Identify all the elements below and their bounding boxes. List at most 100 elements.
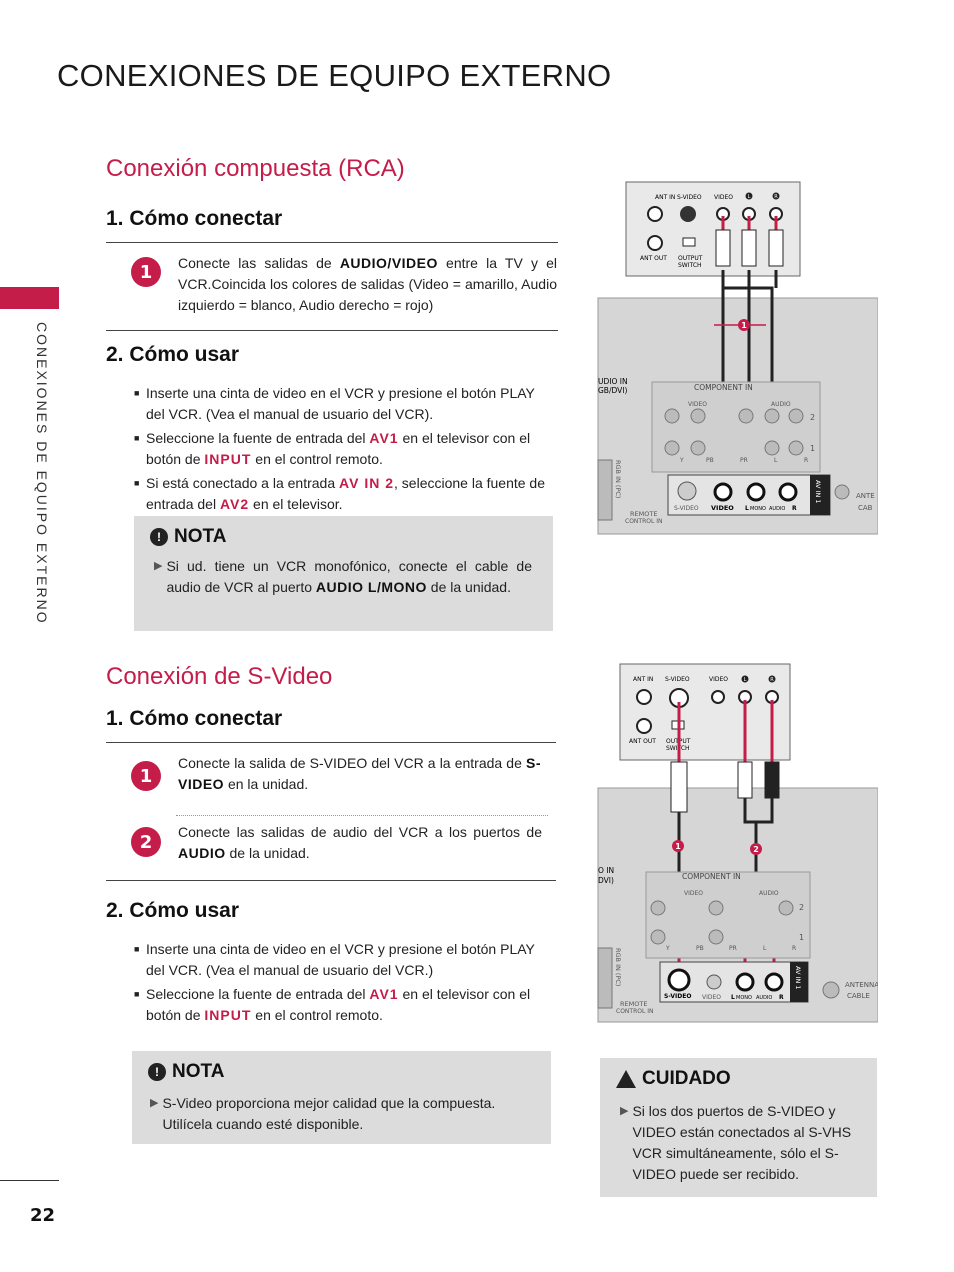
vcr-label: S-VIDEO: [677, 194, 702, 201]
tv-label: L: [763, 945, 767, 952]
rca-use-heading: 2. Cómo usar: [106, 343, 240, 366]
vcr-label: OUTPUT: [678, 255, 703, 262]
text-fragment: en el televisor.: [249, 496, 343, 512]
svideo-plug: [670, 761, 688, 813]
list-item: ■ Seleccione la fuente de entrada del AV…: [134, 428, 554, 470]
note-heading: ! NOTA: [148, 1061, 224, 1083]
text-fragment: de la unidad.: [225, 845, 310, 861]
callout-badge: [672, 840, 684, 852]
arrow-right-icon: ▶: [620, 1105, 629, 1117]
caution-heading: CUIDADO: [616, 1068, 731, 1090]
note-item: ▶ Si ud. tiene un VCR monofónico, conect…: [154, 556, 532, 598]
channel-badge: [745, 192, 753, 200]
caution-box: CUIDADO ▶ Si los dos puertos de S-VIDEO …: [600, 1058, 877, 1197]
rca-connection-diagram: ANT IN S-VIDEO VIDEO L R ANT OUT OUTPUT …: [597, 181, 878, 535]
note-heading: ! NOTA: [150, 526, 226, 548]
key-term: S-VIDEO: [178, 755, 541, 792]
svideo-use-heading: 2. Cómo usar: [106, 899, 240, 922]
chapter-side-label: CONEXIONES DE EQUIPO EXTERNO: [34, 322, 50, 625]
tv-label: PR: [740, 457, 748, 464]
rca-section-title: Conexión compuesta (RCA): [106, 155, 405, 182]
vcr-label: L: [748, 194, 751, 200]
dotted-divider: [176, 815, 548, 816]
list-item: ■ Si está conectado a la entrada AV IN 2…: [134, 473, 554, 515]
jack: [647, 206, 663, 222]
list-item-text: Seleccione la fuente de entrada del AV1 …: [146, 984, 546, 1026]
tv-label: VIDEO: [711, 504, 734, 512]
av-in-tab: [810, 475, 830, 515]
svideo-connect-heading: 1. Cómo conectar: [106, 707, 283, 730]
bullet-icon: ■: [134, 989, 140, 999]
svideo-use-list: ■ Inserte una cinta de video en el VCR y…: [134, 939, 546, 1026]
rca-plug: [737, 761, 753, 799]
tv-label: 2: [810, 413, 815, 422]
tv-label: Y: [679, 457, 684, 464]
tv-label: CAB: [858, 504, 873, 512]
svideo-step2-text: Conecte las salidas de audio del VCR a l…: [178, 822, 542, 864]
tv-label: RGB IN (PC): [614, 948, 622, 986]
tv-label: L: [731, 994, 735, 1001]
vcr-label: ANT OUT: [640, 255, 667, 262]
svideo-jack: [680, 206, 696, 222]
svideo-jack: [677, 481, 697, 501]
callout-badge: [738, 319, 750, 331]
svideo-jack: [667, 968, 691, 992]
divider: [106, 330, 558, 331]
tv-label: ANTENNA: [845, 981, 878, 989]
bullet-icon: ■: [134, 478, 140, 488]
key-term: AUDIO/VIDEO: [339, 255, 438, 271]
channel-badge: [741, 675, 749, 683]
tv-label: CONTROL IN: [625, 518, 662, 525]
list-item-text: Si está conectado a la entrada AV IN 2, …: [146, 473, 554, 515]
tv-label: L: [745, 505, 749, 512]
tv-label: AUDIO: [771, 401, 791, 408]
tv-label: 2: [799, 903, 804, 912]
note-heading-text: NOTA: [172, 1061, 225, 1082]
text-fragment: en el televisor con el botón de: [146, 430, 531, 467]
component-in-panel: [651, 381, 821, 473]
tv-label: PR: [729, 945, 737, 952]
rca-connect-heading: 1. Cómo conectar: [106, 207, 283, 230]
tv-label: REMOTE: [620, 1000, 647, 1008]
caution-heading-text: CUIDADO: [642, 1068, 731, 1089]
antenna-jack: [834, 484, 850, 500]
vcr-label: VIDEO: [709, 676, 728, 683]
text-fragment: en la unidad.: [224, 776, 309, 792]
vcr-label: S-VIDEO: [665, 676, 690, 683]
tv-label: R: [792, 505, 797, 512]
tv-label: O IN: [598, 866, 614, 875]
text-fragment: en el control remoto.: [251, 1007, 383, 1023]
vcr-label: R: [770, 677, 774, 683]
caution-text: Si los dos puertos de S-VIDEO y VIDEO es…: [632, 1103, 852, 1182]
tv-label: ANTE: [856, 492, 875, 500]
key-term: AV1: [369, 986, 399, 1002]
key-term: AUDIO: [178, 845, 226, 861]
jack: [636, 718, 652, 734]
footer-rule: [0, 1180, 59, 1181]
callout-badge: [750, 843, 762, 855]
text-fragment: , seleccione la fuente de entrada del: [146, 475, 546, 512]
arrow-right-icon: ▶: [154, 560, 163, 572]
vcr-label: R: [774, 194, 778, 200]
step-number-1: 1: [131, 761, 161, 791]
text-fragment: Conecte la salida de S-VIDEO del VCR a l…: [178, 755, 526, 771]
jack: [764, 972, 784, 992]
vcr-label: ANT IN: [655, 194, 675, 201]
vcr-back-panel: [619, 663, 791, 761]
jack: [778, 482, 798, 502]
list-item: ■ Inserte una cinta de video en el VCR y…: [134, 939, 546, 981]
key-term: AV IN 2: [339, 475, 395, 491]
caution-item: ▶ Si los dos puertos de S-VIDEO y VIDEO …: [620, 1101, 860, 1185]
list-item-text: Inserte una cinta de video en el VCR y p…: [146, 939, 546, 981]
text-fragment: de la unidad.: [426, 579, 511, 595]
step-number-1: 1: [131, 257, 161, 287]
component-jacks: [650, 900, 794, 945]
text-fragment: Si está conectado a la entrada: [146, 475, 340, 491]
bullet-icon: ■: [134, 388, 140, 398]
page-number: 22: [30, 1205, 56, 1226]
tv-label: AV IN 1: [794, 966, 802, 990]
chapter-tab: [0, 287, 59, 309]
rca-use-list: ■ Inserte una cinta de video en el VCR y…: [134, 383, 554, 515]
text-fragment: Si ud. tiene un VCR monofónico, conecte …: [166, 558, 532, 595]
page-title: CONEXIONES DE EQUIPO EXTERNO: [57, 58, 612, 93]
